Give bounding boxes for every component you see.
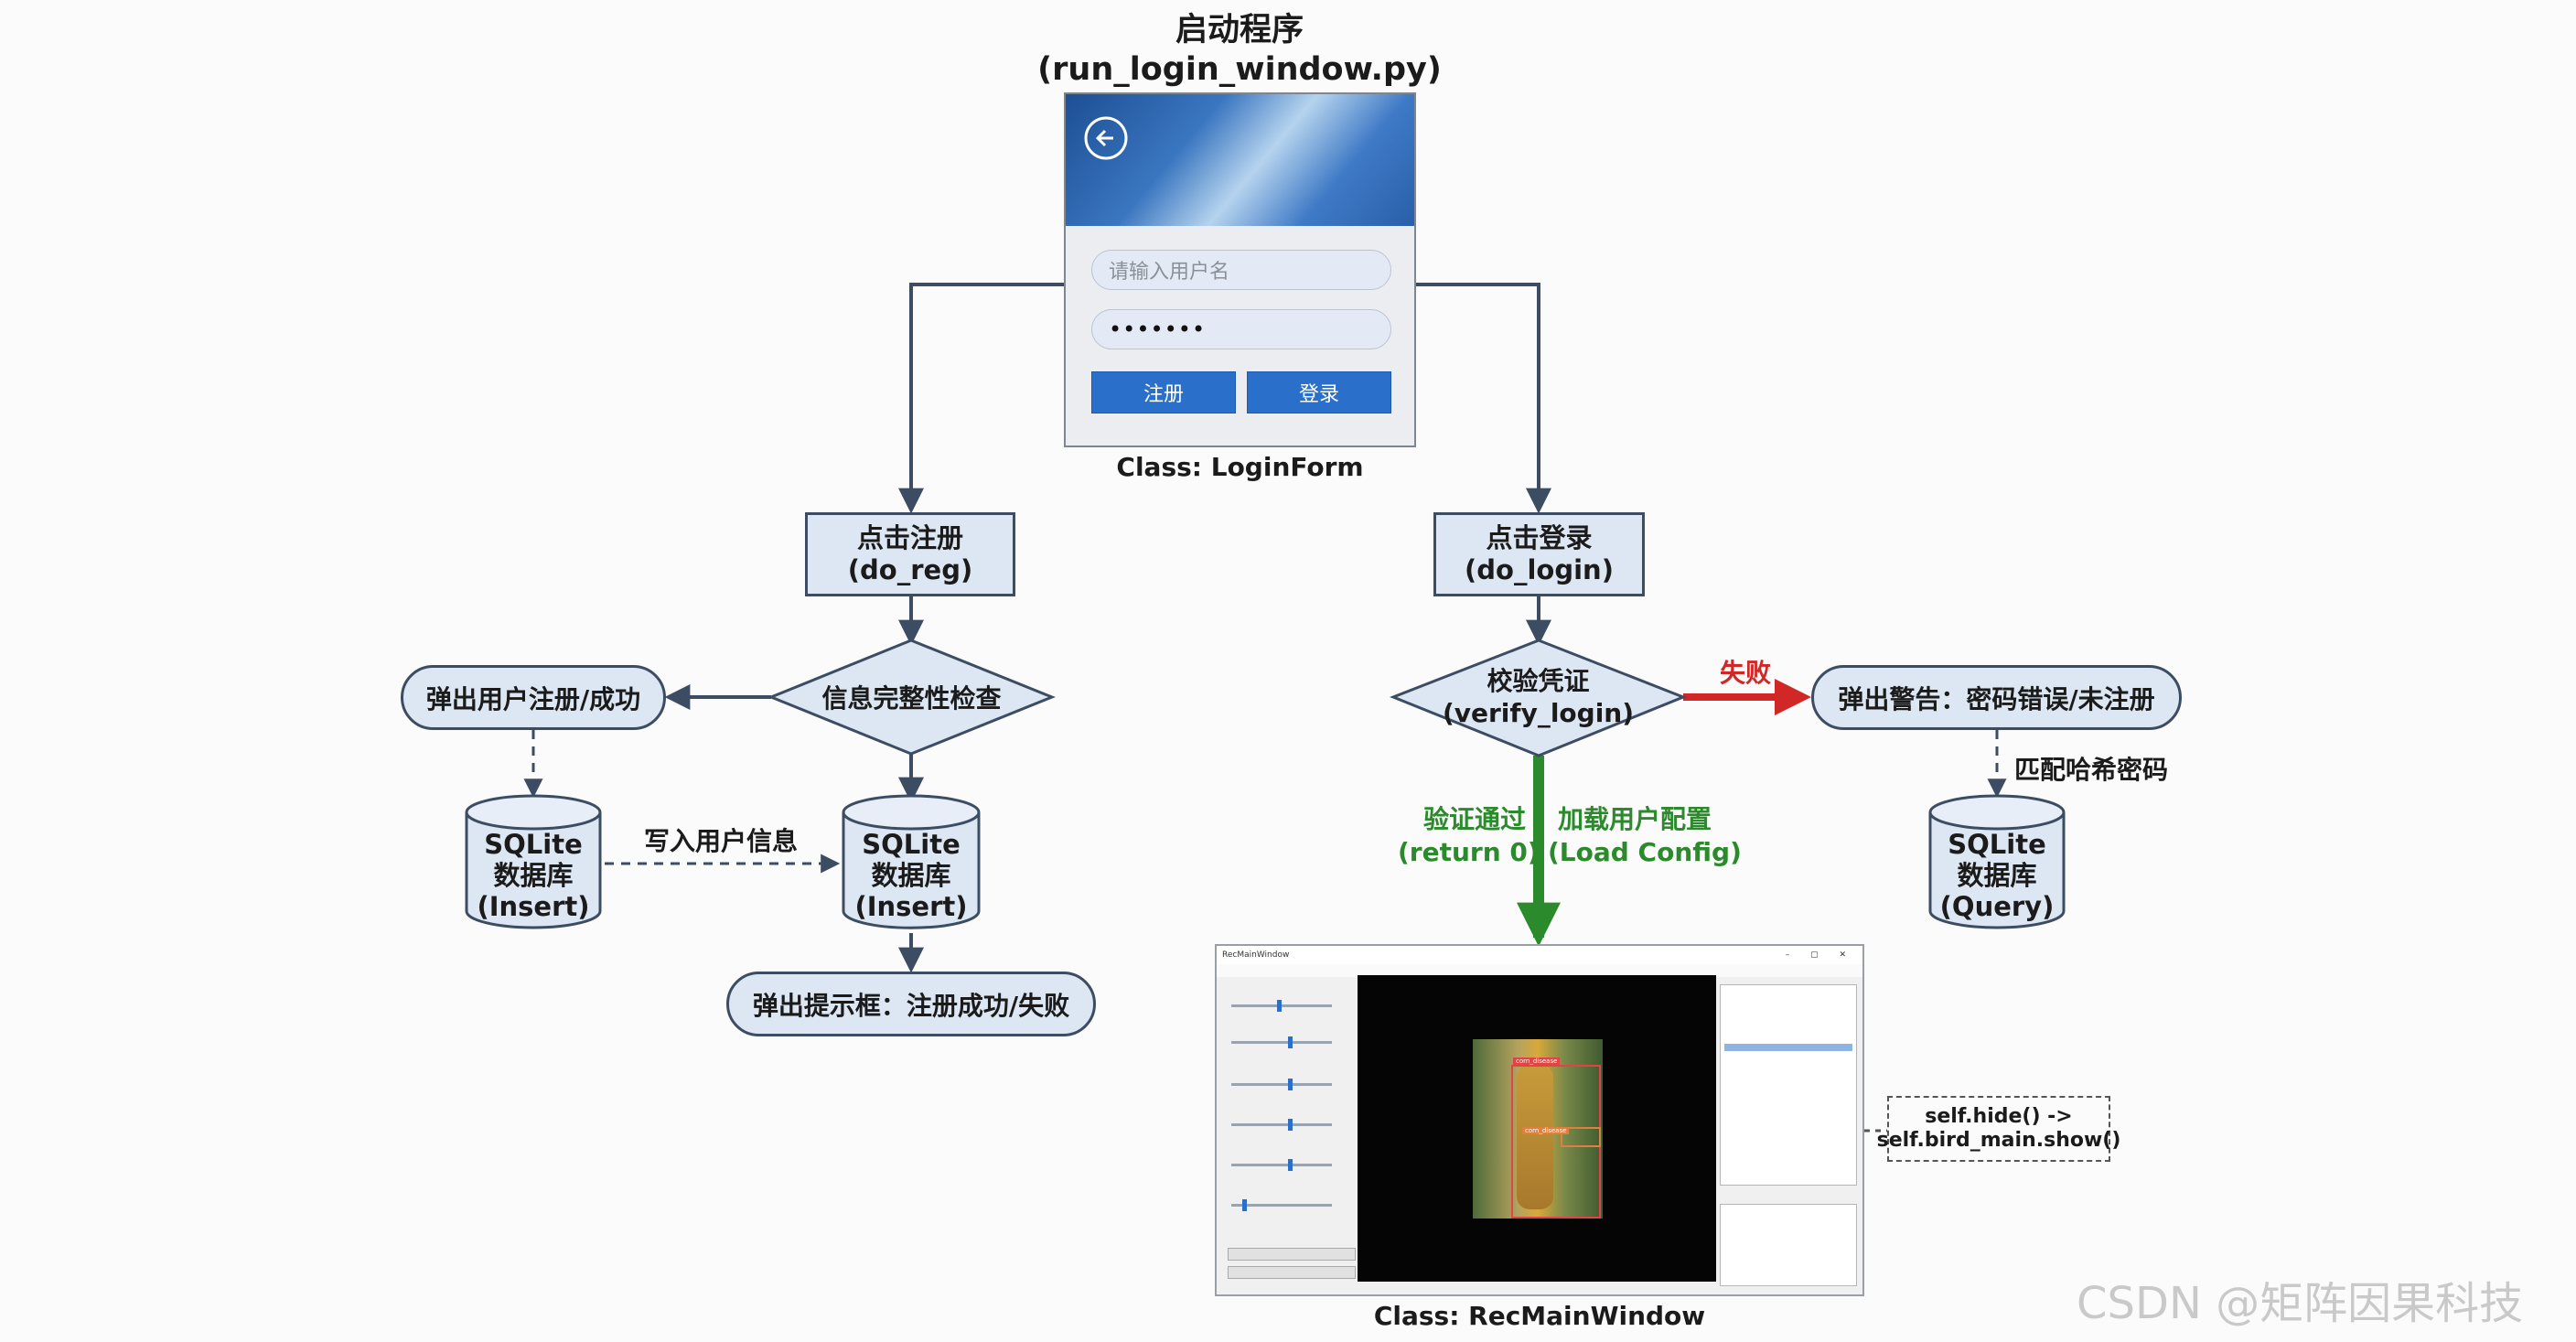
watermark: CSDN @矩阵因果科技 <box>2077 1278 2524 1329</box>
main-window-titlebar: RecMainWindow – ▢ ✕ <box>1217 946 1862 964</box>
db-left-line1: SQLite <box>484 829 583 860</box>
note-box: self.hide() -> self.bird_main.show() <box>1877 1096 2120 1162</box>
main-window-menubar <box>1217 964 1862 977</box>
popup-alert-node: 弹出警告：密码错误/未注册 <box>1811 665 2182 730</box>
db-right-line2: 数据库 <box>1957 860 2037 891</box>
do-login-node: 点击登录 (do_login) <box>1433 512 1645 596</box>
verify-login-label: 校验凭证 (verify_login) <box>1393 660 1683 734</box>
control-button[interactable] <box>1228 1266 1356 1279</box>
login-button[interactable]: 登录 <box>1247 371 1391 413</box>
password-input[interactable]: ••••••• <box>1091 309 1391 349</box>
db-left-line2: 数据库 <box>493 860 574 891</box>
slider-knob[interactable] <box>1277 1000 1282 1012</box>
login-form-caption: Class: LoginForm <box>1116 452 1364 482</box>
start-title-line1: 启动程序 <box>1175 12 1304 48</box>
slider-knob[interactable] <box>1288 1079 1293 1090</box>
slider-row <box>1222 1019 1356 1056</box>
username-input[interactable]: 请输入用户名 <box>1091 250 1391 290</box>
do-reg-line1: 点击注册 <box>856 522 963 553</box>
login-window: 请输入用户名 ••••••• 注册 登录 <box>1064 92 1416 447</box>
detection-box: corn_disease <box>1522 1127 1601 1147</box>
slider-row <box>1222 982 1356 1019</box>
window-controls-icon[interactable]: – ▢ ✕ <box>1785 950 1855 960</box>
db-mid-line1: SQLite <box>862 829 961 860</box>
fail-label: 失败 <box>1720 658 1772 688</box>
slider-knob[interactable] <box>1288 1119 1293 1131</box>
main-window-title: RecMainWindow <box>1222 950 1290 960</box>
results-panel <box>1720 975 1859 1294</box>
note-line2: self.bird_main.show() <box>1876 1129 2121 1152</box>
verify-pass-line1: 验证通过 <box>1422 804 1526 834</box>
start-title-line2: (run_login_window.py) <box>1037 51 1442 88</box>
db-right-line3: (Query) <box>1939 891 2055 922</box>
selected-row[interactable] <box>1724 1044 1852 1051</box>
results-table[interactable] <box>1720 984 1857 1186</box>
db-right-label: SQLite 数据库 (Query) <box>1930 827 2064 924</box>
slider-knob[interactable] <box>1288 1036 1293 1048</box>
corn-cob <box>1517 1065 1553 1209</box>
do-reg-line2: (do_reg) <box>847 554 973 585</box>
db-mid-label: SQLite 数据库 (Insert) <box>843 827 979 924</box>
popup-register-node: 弹出用户注册/成功 <box>401 665 666 730</box>
detection-label: corn_disease <box>1522 1127 1570 1134</box>
register-button[interactable]: 注册 <box>1091 371 1236 413</box>
db-left-label: SQLite 数据库 (Insert) <box>467 827 600 924</box>
db-mid-cylinder <box>842 794 981 929</box>
slider-row <box>1222 1101 1356 1138</box>
db-left-line3: (Insert) <box>477 891 590 922</box>
verify-pass-line2: (return 0) <box>1398 837 1540 867</box>
main-window-controls <box>1222 982 1356 1294</box>
slider-knob[interactable] <box>1242 1199 1247 1211</box>
do-login-line2: (do_login) <box>1465 554 1614 585</box>
start-title: 启动程序 (run_login_window.py) <box>1006 11 1473 90</box>
db-mid-line3: (Insert) <box>854 891 968 922</box>
main-window: RecMainWindow – ▢ ✕ corn_disease corn_di… <box>1215 944 1864 1296</box>
db-right-cylinder <box>1928 794 2066 929</box>
control-button[interactable] <box>1228 1248 1356 1261</box>
slider-row <box>1222 1061 1356 1098</box>
details-panel <box>1720 1204 1857 1286</box>
slider-row <box>1222 1182 1356 1219</box>
verify-login-line2: (verify_login) <box>1442 698 1635 728</box>
back-arrow-icon[interactable] <box>1082 114 1130 162</box>
match-hash-label: 匹配哈希密码 <box>2014 755 2169 785</box>
load-config-line2: (Load Config) <box>1548 837 1742 867</box>
popup-result-node: 弹出提示框：注册成功/失败 <box>726 972 1096 1036</box>
integrity-check-label: 信息完整性检查 <box>821 683 1002 714</box>
do-login-line1: 点击登录 <box>1486 522 1593 553</box>
edge-login-to-do-login <box>1415 283 1551 514</box>
load-config-label: 加载用户配置 (Load Config) <box>1548 803 1742 869</box>
integrity-check-diamond <box>767 639 1057 756</box>
note-line1: self.hide() -> <box>1925 1105 2073 1128</box>
db-left-cylinder <box>465 794 602 929</box>
detection-label: corn_disease <box>1513 1057 1561 1065</box>
do-reg-node: 点击注册 (do_reg) <box>805 512 1015 596</box>
verify-login-diamond <box>1389 639 1688 757</box>
verify-pass-label: 验证通过 (return 0) <box>1398 803 1540 869</box>
db-right-line1: SQLite <box>1948 829 2046 860</box>
corn-image: corn_disease corn_disease <box>1473 1039 1603 1219</box>
login-banner <box>1066 94 1414 226</box>
db-mid-line2: 数据库 <box>871 860 951 891</box>
verify-login-line1: 校验凭证 <box>1487 666 1590 696</box>
main-window-caption: Class: RecMainWindow <box>1373 1301 1706 1331</box>
slider-knob[interactable] <box>1288 1159 1293 1171</box>
write-user-info-label: 写入用户信息 <box>644 826 799 856</box>
edge-login-to-reg <box>898 283 1064 514</box>
load-config-line1: 加载用户配置 <box>1557 804 1712 834</box>
slider-row <box>1222 1142 1356 1178</box>
detection-canvas: corn_disease corn_disease <box>1358 975 1716 1282</box>
